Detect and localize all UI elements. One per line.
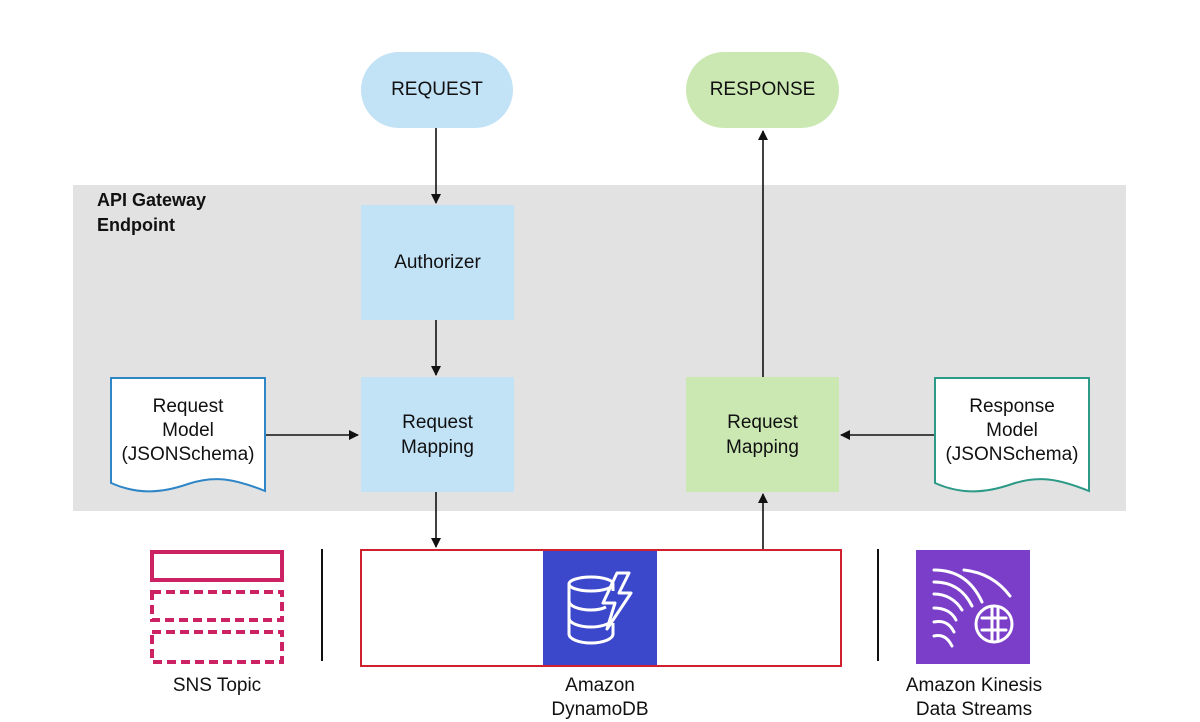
kinesis-caption: Amazon Kinesis Data Streams (905, 675, 1043, 720)
sns-topic-caption: SNS Topic (172, 675, 262, 696)
authorizer-box: Authorizer (361, 205, 514, 320)
request-mapping-box: Request Mapping (361, 377, 514, 492)
request-model-label: Request Model (JSONSchema) (121, 396, 255, 465)
dynamodb-caption: Amazon DynamoDB (551, 675, 649, 720)
response-node: RESPONSE (686, 52, 839, 128)
request-model-document: Request Model (JSONSchema) (110, 377, 266, 495)
request-node: REQUEST (361, 52, 513, 128)
response-mapping-label: Request Mapping (726, 411, 799, 458)
response-mapping-box: Request Mapping (686, 377, 839, 492)
response-model-document: Response Model (JSONSchema) (934, 377, 1090, 495)
document-shape-icon (934, 377, 1090, 493)
document-shape-icon (110, 377, 266, 493)
request-label: REQUEST (391, 79, 483, 100)
sns-topic-icon (150, 550, 284, 664)
dynamodb-icon (543, 551, 657, 665)
response-label: RESPONSE (709, 79, 816, 100)
authorizer-label: Authorizer (394, 252, 481, 273)
request-mapping-label: Request Mapping (401, 411, 474, 458)
response-model-label: Response Model (JSONSchema) (945, 396, 1079, 465)
kinesis-data-streams-icon (916, 550, 1030, 664)
api-gateway-label: API Gateway Endpoint (97, 190, 207, 235)
